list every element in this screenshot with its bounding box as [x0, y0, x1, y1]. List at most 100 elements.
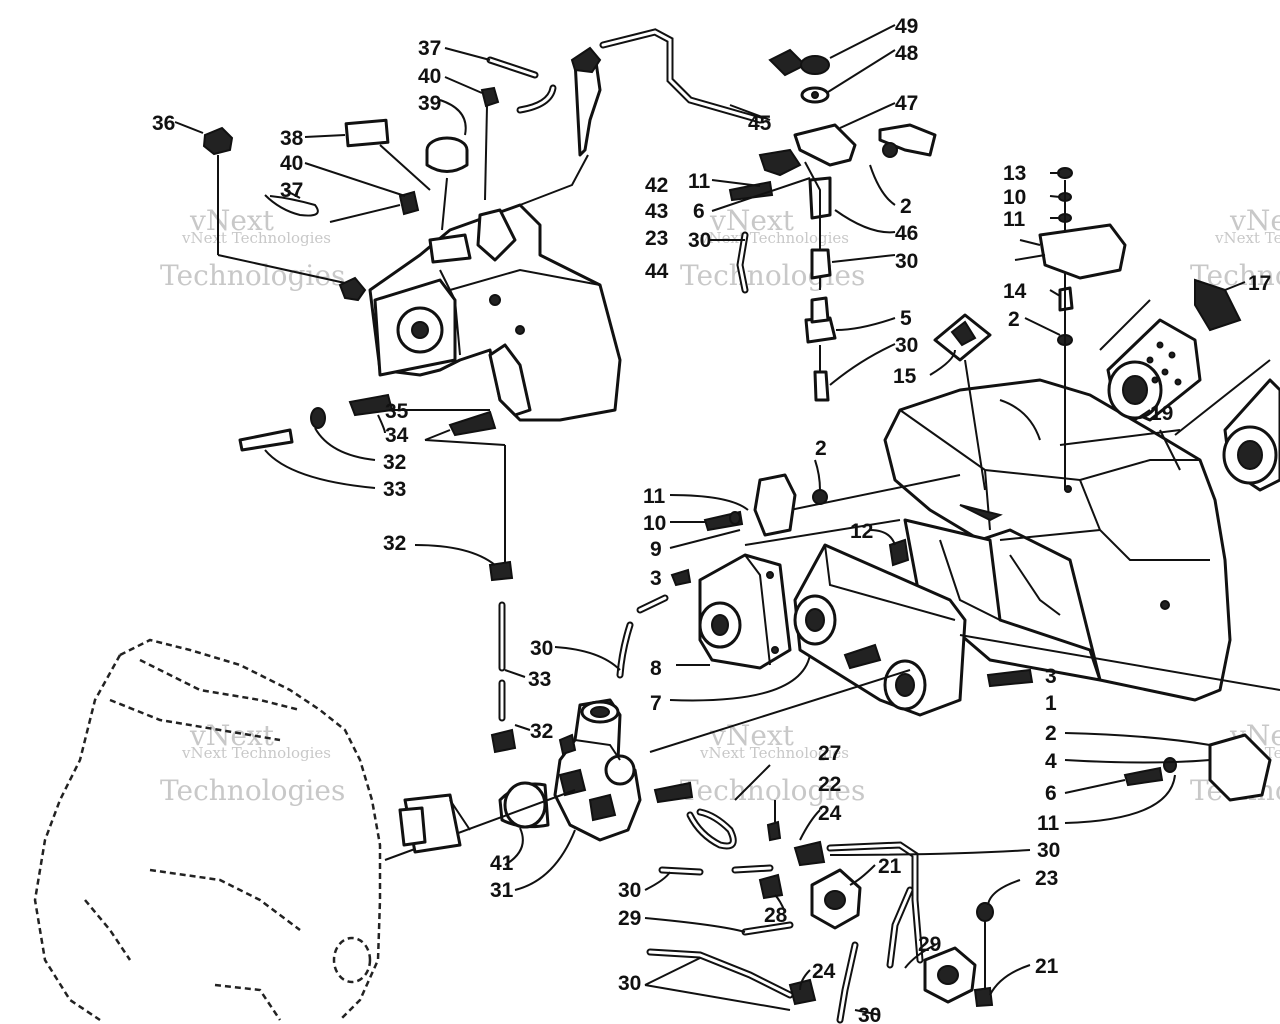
fuel-line [414, 445, 531, 754]
primer-assembly [519, 28, 807, 206]
bolt-3b [986, 668, 1034, 688]
relay-mid [669, 459, 828, 549]
watermark-text: vNext [709, 204, 795, 237]
callout-30: 30 [688, 229, 711, 252]
callout-2: 2 [1045, 722, 1057, 745]
oil-tank [338, 203, 622, 422]
watermark-text: vNext Technologies [699, 744, 849, 762]
callout-10: 10 [1003, 186, 1026, 209]
filler-cap [425, 99, 469, 231]
watermark-text: vNext Technologies [181, 229, 331, 247]
intake-flange-7 [669, 543, 967, 717]
watermark-text: Technologies [680, 774, 865, 807]
callout-49: 49 [895, 15, 918, 38]
callout-34: 34 [385, 424, 409, 447]
callout-31: 31 [490, 879, 514, 902]
callout-33: 33 [528, 668, 551, 691]
callout-40: 40 [418, 65, 441, 88]
callout-13: 13 [1003, 162, 1026, 185]
callout-37: 37 [418, 37, 441, 60]
watermark-text: vNext Technologies [1214, 229, 1280, 247]
callout-30: 30 [895, 250, 918, 273]
intake-horns [1099, 278, 1280, 492]
tank-fitting [238, 393, 506, 489]
callout-27: 27 [818, 742, 841, 765]
callout-32: 32 [383, 532, 406, 555]
callout-11: 11 [688, 170, 711, 193]
callout-5: 5 [900, 307, 912, 330]
watermark-text: vNext [709, 719, 795, 752]
callout-4: 4 [1045, 750, 1057, 773]
callout-2: 2 [815, 437, 827, 460]
callout-28: 28 [764, 904, 788, 927]
callout-45: 45 [748, 112, 772, 135]
callout-47: 47 [895, 92, 918, 115]
callout-42: 42 [645, 174, 668, 197]
callout-1: 1 [1045, 692, 1057, 715]
callout-24: 24 [812, 960, 836, 983]
right-relay [1064, 732, 1272, 824]
bracket-12 [869, 529, 910, 567]
callout-35: 35 [385, 400, 409, 423]
callout-3: 3 [650, 567, 662, 590]
plug-cap-assembly [804, 248, 896, 402]
callout-15: 15 [893, 365, 917, 388]
callout-36: 36 [152, 112, 175, 135]
callout-19: 19 [1150, 402, 1173, 425]
decal-38 [304, 118, 431, 191]
callout-21: 21 [1035, 955, 1059, 978]
callout-10: 10 [643, 512, 666, 535]
callout-9: 9 [650, 538, 662, 561]
callout-46: 46 [895, 222, 918, 245]
callout-48: 48 [895, 42, 919, 65]
callout-2: 2 [1008, 308, 1020, 331]
callout-6: 6 [693, 200, 705, 223]
fasteners-upper [710, 177, 811, 294]
vent-hoses [264, 47, 557, 223]
callout-33: 33 [383, 478, 406, 501]
callout-32: 32 [383, 451, 406, 474]
watermark-text: vNext Technologies [181, 744, 331, 762]
callout-7: 7 [650, 692, 662, 715]
watermark-text: vNext Technologies [699, 229, 849, 247]
callout-43: 43 [645, 200, 668, 223]
engine-outline [33, 638, 382, 1022]
watermark-text: Technologies [160, 259, 345, 292]
hose-30-carb [554, 594, 669, 679]
callout-44: 44 [645, 260, 669, 283]
callout-11: 11 [1037, 812, 1060, 835]
callout-30: 30 [618, 879, 641, 902]
callout-30: 30 [1037, 839, 1060, 862]
fuel-pump-assembly [644, 764, 1031, 1024]
callout-23: 23 [1035, 867, 1058, 890]
decal-15 [929, 313, 992, 491]
carburetor [384, 698, 694, 891]
air-silencer [883, 378, 1232, 702]
callout-3: 3 [1045, 665, 1057, 688]
callout-22: 22 [818, 773, 841, 796]
callout-11: 11 [1003, 208, 1026, 231]
callout-23: 23 [645, 227, 668, 250]
callout-30: 30 [530, 637, 553, 660]
watermark-text: vNext [1229, 204, 1280, 237]
horn-dots [1146, 341, 1182, 386]
callout-29: 29 [918, 933, 941, 956]
callout-38: 38 [280, 127, 304, 150]
watermark-text: Technologies [160, 774, 345, 807]
callout-37: 37 [280, 179, 303, 202]
watermark-text: vNext [189, 204, 275, 237]
callout-24: 24 [818, 802, 842, 825]
callout-12: 12 [850, 520, 873, 543]
callout-21: 21 [878, 855, 902, 878]
callout-labels: 49 48 47 45 37 40 39 36 38 40 37 42 43 2… [152, 15, 1271, 1024]
watermark-group: vNext vNext Technologies Technologies vN… [160, 204, 1280, 807]
callout-40: 40 [280, 152, 303, 175]
callout-8: 8 [650, 657, 662, 680]
callout-2: 2 [900, 195, 912, 218]
callout-17: 17 [1248, 272, 1271, 295]
bolt-3a [670, 568, 692, 587]
callout-30: 30 [618, 972, 641, 995]
right-top-hardware [1014, 167, 1127, 490]
callout-39: 39 [418, 92, 441, 115]
